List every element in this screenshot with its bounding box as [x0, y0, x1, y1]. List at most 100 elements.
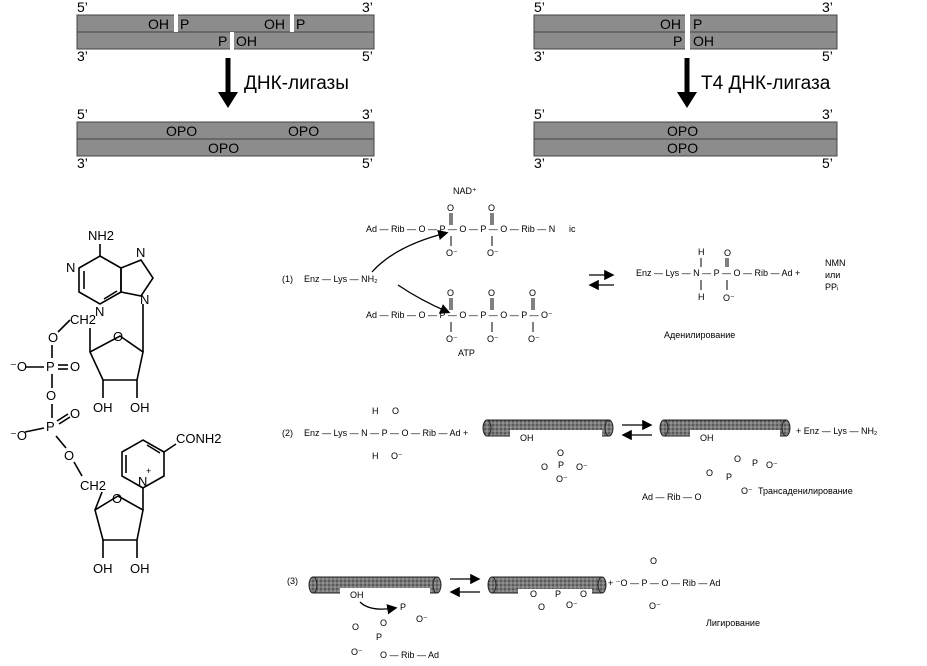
h-label: H: [372, 451, 379, 461]
opo-label: OPO: [166, 123, 197, 139]
step-title: Аденилирование: [664, 330, 735, 340]
attack-arrow: [371, 229, 449, 273]
minus-o-label: ⁻O: [10, 428, 27, 443]
minus-o-label: ⁻O: [10, 359, 27, 374]
end-label: 5’: [77, 106, 88, 122]
oh-label: OH: [130, 400, 150, 415]
phosphate-label: P: [752, 458, 758, 468]
adrib-label: Ad — Rib — O: [642, 492, 702, 502]
step-title: Трансаденилирование: [758, 486, 853, 496]
conh2-label: CONH2: [176, 431, 222, 446]
phosphate-label: O: [380, 618, 387, 628]
ppi-label: PPᵢ: [825, 282, 838, 292]
nick-gap: [290, 14, 294, 32]
dna-end: [659, 419, 669, 437]
o-label: O: [70, 406, 80, 421]
oh-label: OH: [148, 16, 169, 32]
o-label: O: [46, 388, 56, 403]
dna-end: [308, 576, 318, 594]
step-number: (3): [287, 576, 298, 586]
end-label: 5’: [534, 0, 545, 15]
step-3: (3) OH P O⁻ O P O O⁻ O — Rib — Ad O P O …: [287, 556, 760, 660]
end-label: 3’: [362, 106, 373, 122]
pyridinium-ring: [121, 439, 165, 489]
o-minus-label: O⁻: [528, 334, 540, 344]
end-label: 3’: [362, 0, 373, 15]
nad-structure: NH2 N N N N O OH OH CH2 O P ⁻O O O P ⁻O: [10, 228, 222, 576]
end-label: 3’: [77, 155, 88, 171]
atp-chain: Ad — Rib — O — P — O — P — O — P — O⁻: [366, 310, 553, 320]
n-label: N: [140, 292, 149, 307]
oh-label: OH: [130, 561, 150, 576]
enz-lys: Enz — Lys — NH₂: [304, 274, 378, 284]
p-label: P: [46, 359, 55, 374]
atp-phosphate-oxygens: [449, 298, 535, 332]
opo-label: OPO: [667, 123, 698, 139]
nad-chain: Ad — Rib — O — P — O — P — O — Rib — N: [366, 224, 555, 234]
n-label: N: [66, 260, 75, 275]
nick-gap: [174, 14, 178, 32]
oh-label: OH: [236, 33, 257, 49]
end-label: 3’: [822, 0, 833, 15]
duplex-top-strand: [76, 14, 375, 33]
o-label: O: [392, 406, 399, 416]
ribose-ring: [94, 495, 144, 541]
oh-label: OH: [693, 33, 714, 49]
oh-label: OH: [264, 16, 285, 32]
adenine-six-ring: [78, 255, 122, 305]
phosphate-label: P: [558, 460, 564, 470]
oh-label: OH: [700, 433, 714, 443]
end-label: 3’: [822, 106, 833, 122]
backbone-gap: [518, 589, 592, 597]
step-number: (2): [282, 428, 293, 438]
ligated-bottom-strand: [533, 138, 838, 157]
phosphodiester-label: O: [580, 589, 587, 599]
oh-label: OH: [93, 561, 113, 576]
h-label: H: [698, 247, 705, 257]
phosphodiester-label: O⁻: [566, 600, 578, 610]
end-label: 3’: [77, 48, 88, 64]
nick-opening: [510, 430, 602, 439]
end-label: 5’: [822, 155, 833, 171]
p-label: P: [46, 419, 55, 434]
end-label: 3’: [534, 48, 545, 64]
end-label: 5’: [534, 106, 545, 122]
amp-product: + ⁻O — P — O — Rib — Ad: [608, 578, 720, 588]
phosphate-label: O⁻: [556, 474, 568, 484]
top-right-panel: 5’ 3’ 3’ 5’ OH P P OH Т4 ДНК-лигаза 5’ 3…: [533, 0, 838, 171]
step-1: (1) NAD⁺ Ad — Rib — O — P — O — P — O — …: [282, 186, 846, 358]
dna-end: [482, 419, 492, 437]
o-minus-label: O⁻: [446, 334, 458, 344]
ribose-ring: [88, 335, 144, 381]
o-label: O: [48, 330, 58, 345]
n-plus-label: N: [138, 474, 147, 489]
o-label: O: [112, 491, 122, 506]
product-bonds: [700, 258, 729, 290]
top-left-panel: 5’ 3’ 3’ 5’ OH P OH P P OH ДНК-лигазы 5’…: [76, 0, 375, 171]
p-label: P: [693, 16, 702, 32]
adenylated-enzyme: Enz — Lys — N — P — O — Rib — Ad +: [636, 268, 800, 278]
n-label: N: [136, 245, 145, 260]
nad-label: NAD⁺: [453, 186, 477, 196]
p-label: P: [673, 33, 682, 49]
o-minus-label: O⁻: [487, 334, 499, 344]
o-label: O: [70, 359, 80, 374]
o-minus-label: O⁻: [487, 248, 499, 258]
enz-lys: + Enz — Lys — NH₂: [796, 426, 878, 436]
phosphate-label: O⁻: [351, 647, 363, 657]
dna-end: [604, 419, 614, 437]
dna-end: [432, 576, 442, 594]
phosphate-label: O: [706, 468, 713, 478]
dna-end: [597, 576, 607, 594]
attack-arrow: [359, 601, 398, 615]
atp-label: ATP: [458, 348, 475, 358]
oh-label: OH: [660, 16, 681, 32]
nick-opening: [340, 588, 430, 597]
enzyme-label: ДНК-лигазы: [244, 73, 349, 94]
arrowhead: [677, 92, 697, 108]
p-label: P: [180, 16, 189, 32]
o-minus-label: O⁻: [649, 601, 661, 611]
phosphate-label: O⁻: [766, 460, 778, 470]
nick-opening: [690, 430, 780, 439]
dna-end: [781, 419, 791, 437]
